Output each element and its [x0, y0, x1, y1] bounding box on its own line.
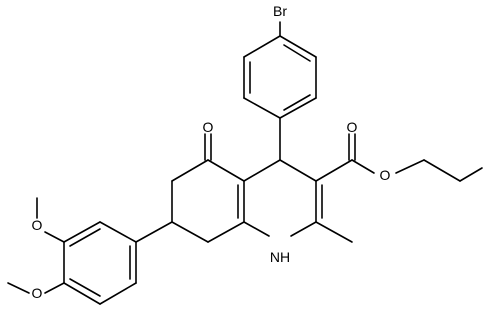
quinolinone-core	[171, 117, 353, 243]
bond	[7, 282, 30, 294]
bond	[99, 282, 137, 305]
bond	[243, 221, 270, 237]
bond	[283, 94, 311, 111]
bond	[243, 35, 281, 58]
bond	[69, 278, 101, 297]
bond	[243, 97, 281, 119]
bond	[44, 231, 65, 243]
bond	[171, 221, 209, 243]
bond	[290, 221, 317, 237]
ketone-oxygen-label: O	[203, 119, 214, 135]
bond	[243, 159, 281, 182]
bond	[423, 159, 461, 182]
ester-oxygen-label: O	[380, 167, 391, 183]
bond	[135, 221, 173, 243]
bond	[69, 228, 101, 247]
bond	[44, 282, 65, 294]
bond	[171, 159, 209, 182]
propyl-ester	[315, 133, 483, 182]
bond	[283, 44, 311, 62]
bond	[279, 159, 317, 182]
methoxy-oxygen-upper-label: O	[32, 217, 43, 233]
bond	[351, 159, 375, 174]
ester-carbonyl-oxygen-label: O	[347, 119, 358, 135]
bond	[99, 221, 137, 243]
bromine-label: Br	[273, 3, 287, 19]
bond	[315, 159, 353, 182]
bromophenyl-ring	[243, 21, 317, 119]
bond	[63, 221, 101, 243]
methoxy-oxygen-lower-label: O	[32, 285, 43, 301]
dimethoxyphenyl-ring	[7, 197, 173, 305]
bond	[207, 159, 245, 182]
bond	[315, 221, 353, 243]
nh-label: NH	[270, 249, 290, 265]
bond	[459, 167, 483, 182]
bond	[63, 282, 101, 305]
bond	[279, 97, 317, 119]
bond	[395, 159, 425, 174]
bond	[279, 35, 317, 58]
bond	[207, 221, 245, 243]
